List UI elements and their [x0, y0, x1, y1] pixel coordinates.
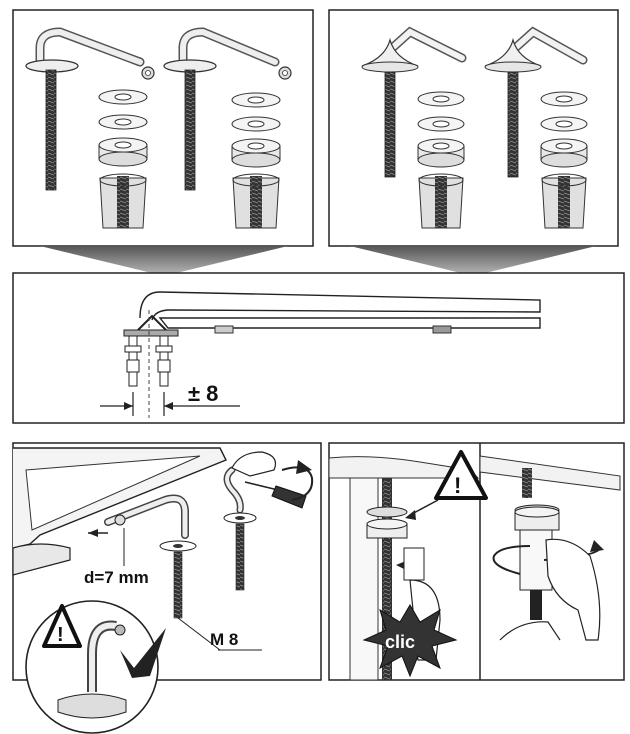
washer-stack-2 — [231, 92, 281, 229]
screwdriver-icon — [244, 481, 307, 509]
click-step-1: ! clic — [328, 450, 488, 681]
panel-click-fitting: ! clic — [328, 442, 625, 681]
panel-side-view-offset: ± 8 — [12, 272, 625, 424]
thread-callout: M 8 — [177, 617, 262, 651]
clic-label: clic — [385, 632, 415, 652]
washer-stack-4 — [540, 91, 588, 229]
toilet-bowl-corner — [12, 447, 227, 576]
diameter-callout: d=7 mm — [84, 528, 149, 587]
panel-install-bolts: d=7 mm M 8 ! — [12, 442, 322, 734]
diameter-label: d=7 mm — [84, 568, 149, 587]
panel-2-pointer-wedge — [350, 246, 596, 276]
detail-magnifier: ! — [25, 600, 166, 734]
plastic-hinge-1 — [361, 26, 467, 178]
hinge-bolts-side-view — [123, 314, 179, 387]
metal-hinge-1 — [25, 27, 155, 191]
checkmark-icon — [120, 628, 166, 678]
seat-lid-side-view — [139, 291, 541, 334]
warning-triangle-icon: ! — [42, 604, 82, 648]
svg-text:!: ! — [57, 624, 64, 646]
washer-stack-3 — [417, 91, 465, 229]
rotate-arrow-icon — [492, 545, 531, 575]
offset-label: ± 8 — [188, 381, 218, 406]
washer-stack-1 — [98, 89, 148, 229]
thread-label: M 8 — [210, 630, 238, 649]
panel-metal-hinge-kit — [12, 9, 314, 247]
hand-illustration — [231, 451, 277, 477]
rotate-arrow-icon — [281, 466, 314, 501]
click-step-2 — [479, 455, 621, 641]
metal-hinge-2 — [163, 27, 292, 191]
warning-triangle-icon: ! — [434, 450, 488, 500]
offset-dimension-arrows — [100, 402, 240, 410]
panel-1-pointer-wedge — [40, 246, 288, 276]
second-bolt-install — [223, 466, 257, 591]
starburst-icon: clic — [362, 604, 458, 678]
plastic-hinge-2 — [484, 26, 588, 178]
svg-text:!: ! — [454, 473, 461, 498]
hinge-arm-install — [104, 494, 197, 619]
panel-plastic-hinge-kit — [328, 9, 619, 247]
